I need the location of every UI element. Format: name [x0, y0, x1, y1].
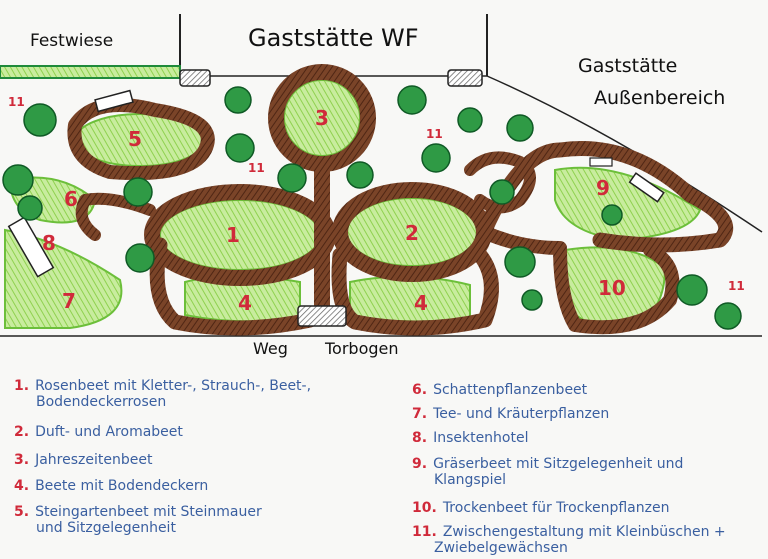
bed-number-3: 3	[315, 106, 329, 130]
shrub	[23, 103, 57, 137]
legend-item-3: 3.Jahreszeitenbeet	[14, 452, 153, 468]
path-curl	[464, 151, 536, 214]
shrub	[224, 86, 252, 114]
bed-number-11: 11	[728, 279, 745, 293]
shrub	[489, 179, 515, 205]
bed-number-6: 6	[64, 187, 78, 211]
legend-item-11: 11.Zwischengestaltung mit Kleinbüschen +…	[412, 524, 726, 556]
bed-number-11: 11	[426, 127, 443, 141]
legend-item-8: 8.Insektenhotel	[412, 430, 529, 446]
path-ring-1	[144, 184, 336, 286]
bed-number-5: 5	[128, 127, 142, 151]
legend-item-2: 2.Duft- und Aromabeet	[14, 424, 183, 440]
shrubs	[2, 85, 742, 330]
shrub	[714, 302, 742, 330]
path-loop-4-left	[149, 237, 318, 336]
bench-9	[628, 172, 665, 203]
legend-item-1: 1.Rosenbeet mit Kletter-, Strauch-, Beet…	[14, 378, 312, 410]
legend-item-4: 4.Beete mit Bodendeckern	[14, 478, 209, 494]
shrub	[521, 289, 543, 311]
label-festwiese: Festwiese	[30, 31, 113, 51]
shrub	[17, 195, 43, 221]
shrub	[397, 85, 427, 115]
festwiese-hedge	[0, 65, 181, 79]
shrub	[125, 243, 155, 273]
legend-item-6: 6.Schattenpflanzenbeet	[412, 382, 588, 398]
bed-number-7: 7	[62, 289, 76, 313]
label-gaststaette: Gaststätte	[578, 55, 677, 77]
bed-number-11: 11	[8, 95, 25, 109]
arch-right	[447, 69, 483, 87]
bed-number-8: 8	[42, 231, 56, 255]
shrub	[123, 177, 153, 207]
bed-number-4-left: 4	[238, 291, 252, 315]
zwischen-numbers: 11 11 11 11	[8, 95, 745, 293]
shrub	[506, 114, 534, 142]
bed-number-4-right: 4	[414, 291, 428, 315]
arch-left	[179, 69, 211, 87]
path-loop-4-right	[331, 247, 499, 336]
label-aussenbereich: Außenbereich	[594, 87, 725, 109]
shrub	[601, 204, 623, 226]
shrub	[346, 161, 374, 189]
shrub	[2, 164, 34, 196]
bed-number-11: 11	[248, 161, 265, 175]
path-loop-10	[477, 225, 680, 335]
label-weg: Weg	[253, 339, 288, 358]
legend-item-10: 10.Trockenbeet für Trockenpflanzen	[412, 500, 670, 516]
bed-number-10: 10	[598, 276, 626, 300]
garden-paths	[67, 64, 734, 336]
klangspiel	[589, 157, 613, 167]
terrace-edge	[486, 75, 763, 233]
bed-number-1: 1	[226, 223, 240, 247]
torbogen-arch	[297, 305, 347, 327]
shrub	[457, 107, 483, 133]
bed-number-2: 2	[405, 221, 419, 245]
bed-9	[554, 166, 702, 242]
bench-5	[94, 89, 134, 113]
legend-item-9: 9.Gräserbeet mit Sitzgelegenheit und Kla…	[412, 456, 684, 488]
legend-item-7: 7.Tee- und Kräuterpflanzen	[412, 406, 610, 422]
legend-item-5: 5.Steingartenbeet mit Steinmauer und Sit…	[14, 504, 262, 536]
label-torbogen: Torbogen	[324, 339, 399, 358]
shrub	[225, 133, 255, 163]
bed-numbers: 1 2 3 4 4 5 6 7 8 9 10	[42, 106, 626, 315]
shrub	[421, 143, 451, 173]
bed-4-right	[349, 275, 471, 323]
bed-number-9: 9	[596, 176, 610, 200]
label-gaststaette-wf: Gaststätte WF	[248, 24, 419, 52]
shrub	[277, 163, 307, 193]
shrub	[504, 246, 536, 278]
shrub	[676, 274, 708, 306]
path-loop-9	[476, 140, 734, 253]
insektenhotel	[7, 216, 55, 278]
